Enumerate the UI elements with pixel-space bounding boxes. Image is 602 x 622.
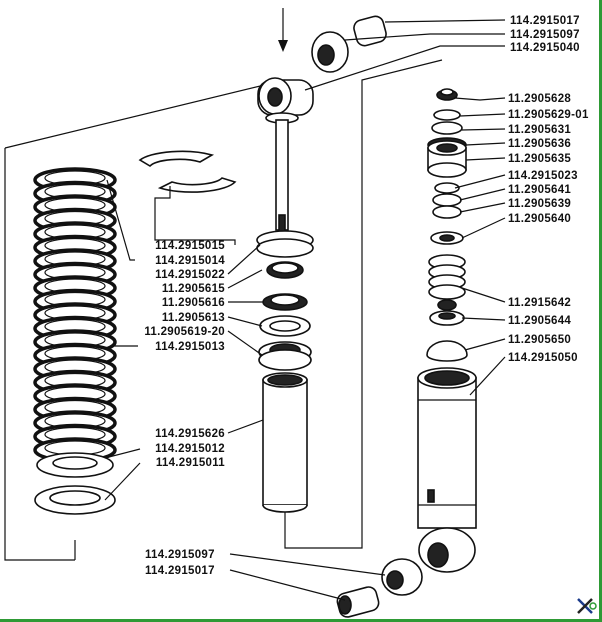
frame-border — [0, 619, 602, 622]
part-label: 11.2905650 — [508, 334, 571, 346]
part-label: 114.2915040 — [510, 42, 580, 54]
cylinder-body — [417, 367, 477, 573]
part-label: 11.2905628 — [508, 93, 571, 105]
part-label: 114.2915013 — [155, 341, 225, 353]
part-label: 114.2915626 — [155, 428, 225, 440]
part-label: 11.2905615 — [162, 283, 225, 295]
protective-tube — [262, 372, 308, 513]
part-label: 11.2905619-20 — [144, 326, 225, 338]
part-label: 11.2905629-01 — [508, 109, 589, 121]
assembly-brackets — [4, 8, 443, 561]
part-labels: 114.2915017 114.2915097 114.2915040 11.2… — [144, 15, 589, 577]
leader-lines — [104, 19, 506, 601]
coil-spring — [33, 167, 117, 463]
part-label: 11.2915642 — [508, 297, 571, 309]
part-label: 114.2915015 — [155, 240, 225, 252]
piston-rod — [265, 112, 299, 238]
part-label: 114.2915017 — [145, 565, 215, 577]
split-washer — [138, 150, 237, 193]
part-label: 11.2905636 — [508, 138, 571, 150]
part-label: 11.2905613 — [162, 312, 225, 324]
part-label: 11.2905635 — [508, 153, 571, 165]
bottom-bushings — [336, 558, 423, 618]
part-label: 11.2905644 — [508, 315, 571, 327]
part-label: 114.2915022 — [155, 269, 225, 281]
part-label: 114.2915011 — [156, 457, 225, 469]
part-label: 11.2905641 — [508, 184, 571, 196]
part-label: 11.2905631 — [508, 124, 571, 136]
part-label: 114.2915050 — [508, 352, 578, 364]
spring-seats — [34, 452, 116, 515]
part-label: 11.2905616 — [162, 297, 225, 309]
part-label: 114.2915097 — [145, 549, 215, 561]
part-label: 114.2915017 — [510, 15, 580, 27]
rod-parts-stack — [256, 230, 314, 371]
part-label: 114.2915014 — [155, 255, 225, 267]
part-label: 11.2905640 — [508, 213, 571, 225]
part-label: 114.2915023 — [508, 170, 578, 182]
valve-stack — [426, 88, 468, 362]
wrench-screwdriver-icon — [577, 598, 597, 614]
top-bushings — [257, 15, 387, 116]
part-label: 114.2915097 — [510, 29, 580, 41]
part-label: 114.2915012 — [155, 443, 225, 455]
part-label: 11.2905639 — [508, 198, 571, 210]
